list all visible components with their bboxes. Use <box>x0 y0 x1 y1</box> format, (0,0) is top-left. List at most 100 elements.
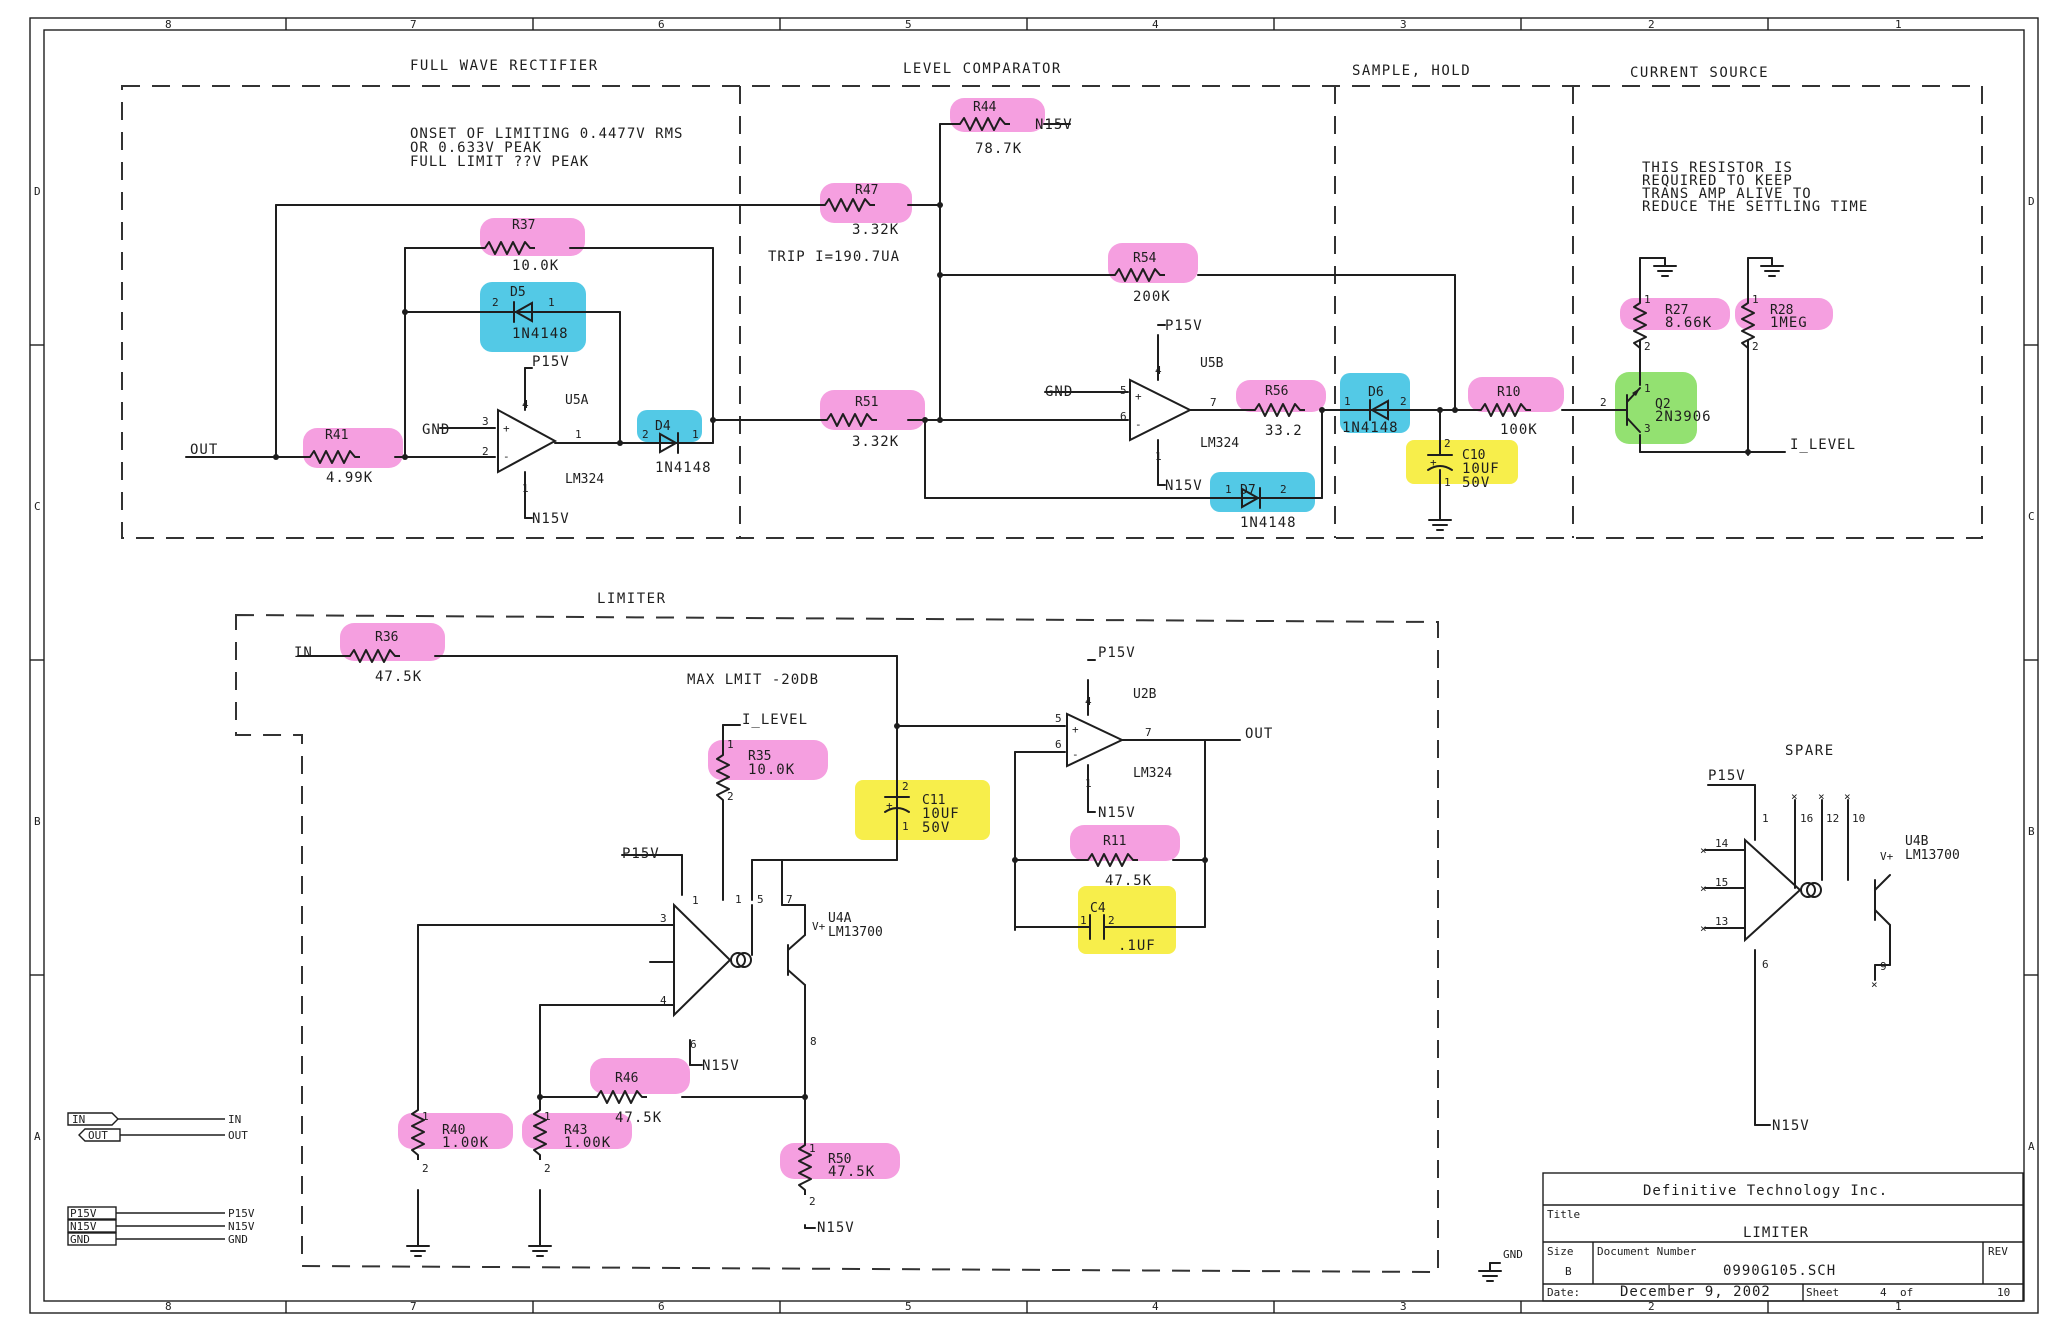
titleblock-title-label: Title <box>1547 1208 1580 1221</box>
diode-d5: 2 1 <box>489 296 566 323</box>
svg-text:2: 2 <box>1400 395 1407 408</box>
titleblock-docnum-label: Document Number <box>1597 1245 1697 1258</box>
svg-text:1: 1 <box>522 482 529 495</box>
u4a-value: LM13700 <box>828 925 883 940</box>
svg-text:4: 4 <box>1085 695 1092 708</box>
c11-value: 10UF <box>922 806 960 822</box>
port-legend <box>67 1112 225 1246</box>
section-title-current-source: CURRENT SOURCE <box>1630 65 1769 81</box>
svg-text:10: 10 <box>1852 812 1865 825</box>
svg-text:4: 4 <box>522 398 529 411</box>
svg-text:2: 2 <box>1644 340 1651 353</box>
u4b-value: LM13700 <box>1905 848 1960 863</box>
titleblock-date: December 9, 2002 <box>1620 1284 1771 1300</box>
r43-value: 1.00K <box>564 1135 611 1151</box>
row-label: A <box>2028 1140 2035 1153</box>
svg-text:2: 2 <box>1444 437 1451 450</box>
section-title-limiter: LIMITER <box>597 591 667 607</box>
svg-text:5: 5 <box>1120 384 1127 397</box>
diode-d6: 1 2 <box>1344 395 1407 421</box>
d6-ref: D6 <box>1368 385 1384 400</box>
title-block <box>1542 1172 2024 1302</box>
d5-value: 1N4148 <box>512 326 569 342</box>
col-label: 7 <box>410 18 417 31</box>
svg-text:2: 2 <box>1752 340 1759 353</box>
r37-value: 10.0K <box>512 258 559 274</box>
col-label: 7 <box>410 1300 417 1313</box>
svg-text:6: 6 <box>1762 958 1769 971</box>
col-label: 6 <box>658 18 665 31</box>
r50-ref: R50 <box>828 1152 851 1167</box>
col-label: 5 <box>905 18 912 31</box>
u5b-value: LM324 <box>1200 436 1239 451</box>
svg-text:16: 16 <box>1800 812 1813 825</box>
r47-ref: R47 <box>855 183 878 198</box>
net-n15v-label: N15V <box>702 1058 740 1074</box>
r51-value: 3.32K <box>852 434 899 450</box>
section-boxes <box>121 85 1983 1274</box>
net-out-label: OUT <box>190 442 218 458</box>
svg-text:1: 1 <box>548 296 555 309</box>
svg-text:2: 2 <box>482 445 489 458</box>
svg-text:+: + <box>1430 456 1437 469</box>
c4-ref: C4 <box>1090 901 1106 916</box>
svg-text:6: 6 <box>690 1038 697 1051</box>
c10-value: 10UF <box>1462 461 1500 477</box>
note-onset-3: FULL LIMIT ??V PEAK <box>410 154 589 170</box>
note-resistor-3: TRANS AMP ALIVE TO <box>1642 186 1812 202</box>
q2-ref: Q2 <box>1655 397 1671 412</box>
r11-ref: R11 <box>1103 834 1126 849</box>
svg-text:7: 7 <box>786 893 793 906</box>
d4-ref: D4 <box>655 419 671 434</box>
capacitor-c11: 2 1 + <box>884 780 910 833</box>
sheet-border <box>29 17 2039 1314</box>
svg-text:V+: V+ <box>1880 850 1894 863</box>
transistor-q2: 2 1 3 <box>1600 382 1651 435</box>
svg-text:V+: V+ <box>812 920 826 933</box>
titleblock-sheet: 4 <box>1880 1286 1887 1299</box>
svg-text:2: 2 <box>902 780 909 793</box>
c4-value: .1UF <box>1118 938 1156 954</box>
opamp-u5a: + - 3 2 4 1 1 <box>482 398 582 495</box>
titleblock-gnd-label: GND <box>1503 1248 1523 1261</box>
svg-text:1: 1 <box>1644 382 1651 395</box>
svg-text:+: + <box>503 422 510 435</box>
svg-text:2: 2 <box>727 790 734 803</box>
svg-text:1: 1 <box>735 893 742 906</box>
col-label: 3 <box>1400 1300 1407 1313</box>
r46-value: 47.5K <box>615 1110 662 1126</box>
border-column-labels: 8 7 6 5 4 3 2 1 8 7 6 5 4 3 2 1 <box>165 18 1902 1313</box>
svg-text:5: 5 <box>1055 712 1062 725</box>
svg-text:1: 1 <box>1225 483 1232 496</box>
u5b-ref: U5B <box>1200 356 1224 371</box>
titleblock-sheet-label: Sheet <box>1806 1286 1839 1299</box>
svg-text:15: 15 <box>1715 876 1728 889</box>
r27-value: 8.66K <box>1665 315 1712 331</box>
u5a-ref: U5A <box>565 393 589 408</box>
svg-text:1: 1 <box>1644 293 1651 306</box>
svg-text:4: 4 <box>660 994 667 1007</box>
net-n15v-label: N15V <box>817 1220 855 1236</box>
r54-value: 200K <box>1133 289 1171 305</box>
svg-text:1: 1 <box>1444 476 1451 489</box>
svg-text:-: - <box>503 450 510 463</box>
r50-value: 47.5K <box>828 1164 875 1180</box>
r37-ref: R37 <box>512 218 535 233</box>
svg-text:14: 14 <box>1715 837 1729 850</box>
row-label: B <box>34 815 41 828</box>
col-label: 3 <box>1400 18 1407 31</box>
net-gnd-label: GND <box>1045 384 1073 400</box>
svg-text:-: - <box>1135 418 1142 431</box>
svg-text:1: 1 <box>1155 450 1162 463</box>
svg-text:1: 1 <box>727 738 734 751</box>
titleblock-size-label: Size <box>1547 1245 1574 1258</box>
section-title-sample-hold: SAMPLE, HOLD <box>1352 63 1471 79</box>
net-out-label: OUT <box>1245 726 1273 742</box>
net-p15v-label: P15V <box>622 846 660 862</box>
r40-ref: R40 <box>442 1123 465 1138</box>
component-highlights <box>303 98 1833 1179</box>
net-p15v-label: P15V <box>1708 768 1746 784</box>
svg-text:1: 1 <box>1080 914 1087 927</box>
r47-value: 3.32K <box>852 222 899 238</box>
titleblock-date-label: Date: <box>1547 1286 1580 1299</box>
